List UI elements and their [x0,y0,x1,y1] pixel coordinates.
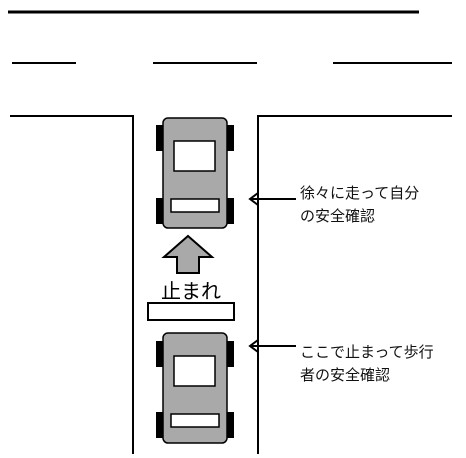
forward-arrow-icon [161,234,215,274]
side-road-left-edge [10,115,134,454]
tire-icon [156,198,165,224]
annotation-upper: 徐々に走って自分 の安全確認 [300,182,419,228]
tire-icon [225,341,234,367]
tire-icon [225,125,234,151]
annotation-lower-line2: 者の安全確認 [300,366,391,384]
car-rear-window [170,198,220,213]
pointer-arrow-lower-icon [248,339,296,353]
annotation-upper-line1: 徐々に走って自分 [300,184,420,202]
car-windshield [173,140,216,172]
car-windshield [173,355,216,387]
annotation-lower: ここで止まって歩行 者の安全確認 [300,341,434,387]
stop-line [147,302,235,321]
pointer-arrow-upper-icon [248,192,296,206]
annotation-upper-line2: の安全確認 [300,207,376,225]
tire-icon [156,412,165,438]
stop-marking-text: 止まれ [161,279,221,303]
car-rear-window [170,413,220,428]
tire-icon [156,341,165,367]
car-upper [156,117,234,229]
tire-icon [225,412,234,438]
annotation-lower-line1: ここで止まって歩行 [300,343,434,361]
tire-icon [225,198,234,224]
side-road-right-edge [257,115,452,454]
car-lower [156,332,234,444]
tire-icon [156,125,165,151]
